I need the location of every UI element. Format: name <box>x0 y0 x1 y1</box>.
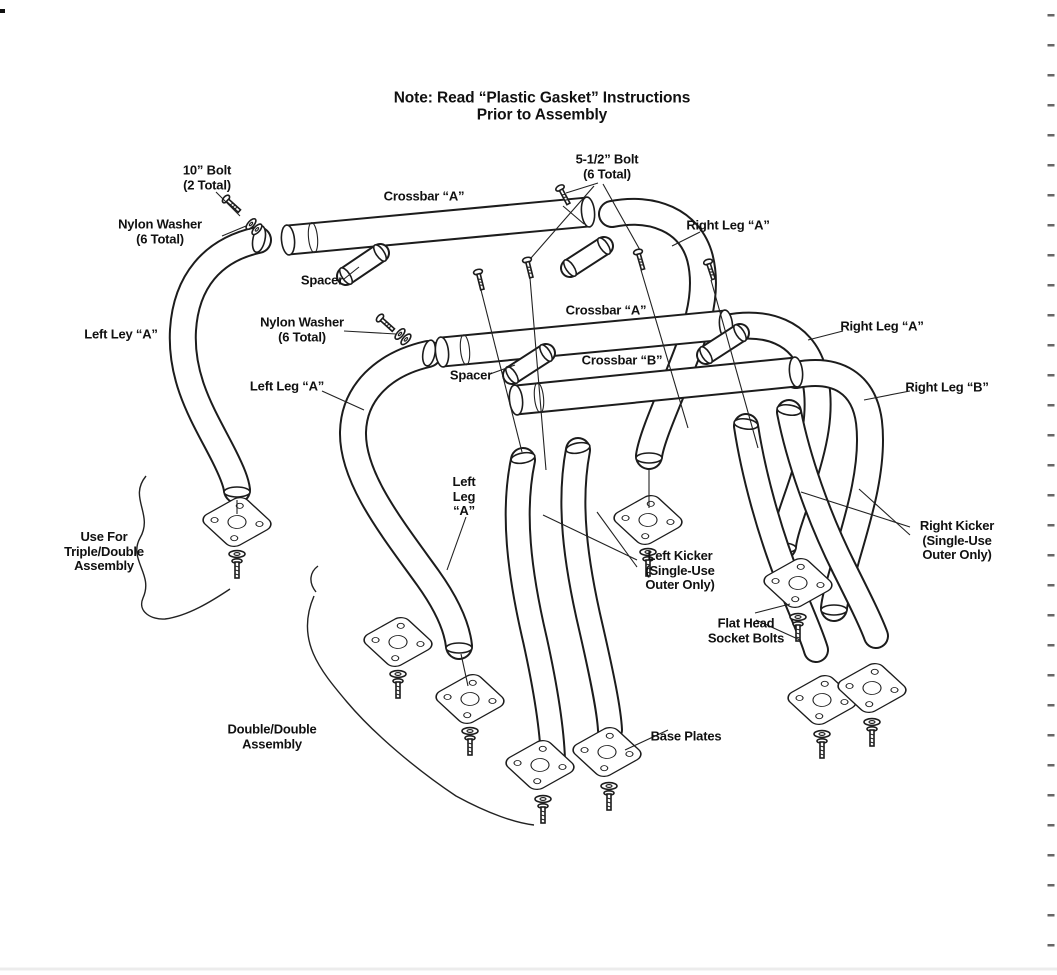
left-kicker-tube <box>504 447 566 773</box>
label-crossbar-b: Crossbar “B” <box>581 352 663 368</box>
label-left-kicker: Left Kicker (Single-Use Outer Only) <box>645 548 715 593</box>
label-left-ley-a: Left Ley “A” <box>84 326 158 342</box>
label-nylon-washer-top: Nylon Washer (6 Total) <box>118 216 202 246</box>
label-nylon-washer-mid: Nylon Washer (6 Total) <box>260 314 344 344</box>
right-leg-a-tube <box>598 197 717 470</box>
label-spacer-mid: Spacer <box>449 367 493 383</box>
five-half-inch-bolt <box>632 247 649 272</box>
base-plate <box>359 613 437 671</box>
triple-double-brace <box>136 475 231 620</box>
label-crossbar-a-mid: Crossbar “A” <box>565 302 647 318</box>
flat-head-bolt <box>228 549 246 579</box>
left-leg-a-tube <box>339 339 473 660</box>
five-half-inch-bolt <box>521 255 537 280</box>
left-kicker-tube <box>560 437 623 743</box>
page-edge-mark <box>0 9 5 13</box>
crossbar-a-tube <box>280 196 596 256</box>
label-crossbar-a-top: Crossbar “A” <box>383 188 465 204</box>
crossbar-a-tube <box>434 309 734 368</box>
label-10-bolt: 10” Bolt (2 Total) <box>182 162 232 192</box>
base-plate <box>431 670 509 728</box>
label-left-leg-a-mid: Left Leg “A” <box>249 378 325 394</box>
label-right-kicker: Right Kicker (Single-Use Outer Only) <box>919 518 995 563</box>
base-plate <box>609 491 687 549</box>
five-half-inch-bolt <box>472 267 488 292</box>
label-right-leg-a-mid: Right Leg “A” <box>840 318 924 334</box>
base-plate <box>501 736 579 794</box>
double-double-brace <box>306 565 535 826</box>
label-5-half-bolt: 5-1/2” Bolt (6 Total) <box>575 151 639 181</box>
label-double-double: Double/Double Assembly <box>227 721 317 751</box>
right-kicker-tube <box>776 399 889 649</box>
flat-head-bolt <box>461 726 479 756</box>
flat-head-bolt <box>813 729 831 759</box>
flat-head-bolt <box>600 781 618 811</box>
label-right-leg-b: Right Leg “B” <box>905 379 989 395</box>
spacer-part <box>560 236 614 278</box>
spacer-part <box>502 343 556 385</box>
spacer-part <box>696 323 750 365</box>
leader-lines <box>215 182 911 751</box>
base-plate <box>568 723 646 781</box>
note-title: Note: Read “Plastic Gasket” Instructions… <box>393 89 691 124</box>
flat-head-bolt <box>534 794 552 824</box>
triple-double-assembly <box>168 196 717 504</box>
crossbar-b-tube <box>508 356 804 416</box>
left-leg-a-tube <box>168 224 272 504</box>
label-base-plates: Base Plates <box>650 728 722 744</box>
ten-inch-bolt <box>374 312 398 335</box>
flat-head-bolt <box>863 717 881 747</box>
label-right-leg-a-top: Right Leg “A” <box>686 217 770 233</box>
label-left-leg-a-small: Left Leg “A” <box>452 474 476 519</box>
label-use-for-assembly: Use For Triple/Double Assembly <box>64 529 144 574</box>
ten-inch-bolt <box>220 193 244 216</box>
flat-head-bolt <box>389 669 407 699</box>
nylon-washer <box>392 326 414 347</box>
label-flat-head-bolts: Flat Head Socket Bolts <box>707 615 785 645</box>
label-spacer-top: Spacer <box>300 272 344 288</box>
